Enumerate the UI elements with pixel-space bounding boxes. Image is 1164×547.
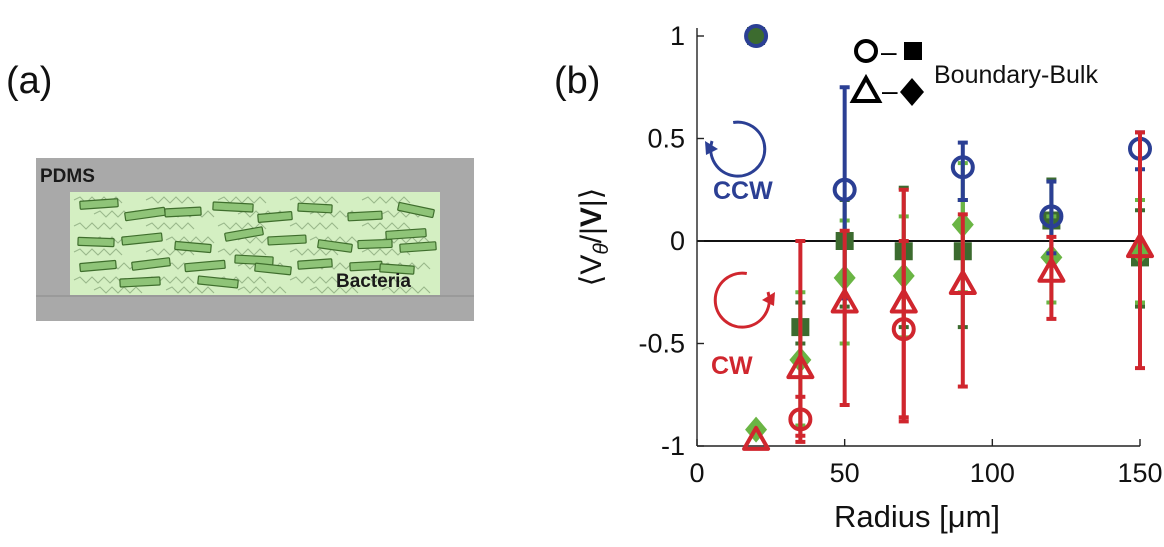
triangle-marker (889, 288, 918, 314)
y-label-mid: /| (575, 227, 608, 243)
bacterium-rod (79, 198, 119, 210)
y-tick-label: 0.5 (647, 124, 685, 154)
triangle-marker (742, 425, 771, 451)
bacteria-label: Bacteria (336, 271, 411, 292)
y-axis-label: ⟨Vθ/|V|⟩ (575, 188, 613, 287)
flagellum (361, 276, 411, 284)
panel-a-label: (a) (6, 60, 53, 102)
flagellum (73, 222, 123, 230)
circle-marker (744, 24, 769, 48)
panel-b-label: (b) (554, 60, 601, 102)
bacterium-rod (164, 206, 202, 218)
legend-text: Boundary-Bulk (934, 61, 1098, 89)
flagellum (145, 196, 195, 204)
triangle-marker (786, 354, 815, 380)
cw-label: CW (711, 352, 753, 380)
bacterium-rod (212, 201, 254, 213)
legend-triangle-icon (849, 73, 883, 103)
legend-square-icon (904, 42, 922, 60)
bacterium-rod (297, 258, 333, 270)
ccw-annotation: CCW (705, 120, 773, 205)
flagellum (289, 196, 339, 204)
ccw-label: CCW (713, 177, 773, 205)
flagellum (289, 222, 339, 230)
flagellum (165, 286, 215, 294)
bacterium-rod (79, 259, 117, 273)
flagellum (73, 248, 123, 256)
x-tick-label: 50 (830, 458, 860, 488)
bacterium-rod (317, 239, 353, 253)
bacterium-rod (254, 262, 292, 276)
flagellum (289, 276, 339, 284)
x-axis-label: Radius [μm] (834, 499, 1000, 534)
y-tick-label: -1 (661, 431, 685, 461)
cw-arrow-icon (713, 271, 771, 329)
bacterium-rod (131, 257, 171, 271)
legend-diamond-icon (900, 78, 924, 106)
bacterium-rod (357, 238, 393, 250)
triangle-marker (1037, 257, 1066, 283)
flagellum (73, 276, 123, 284)
cw-arrowhead-icon (762, 292, 775, 306)
x-tick-label: 100 (970, 458, 1015, 488)
flagellum (93, 286, 143, 294)
bacterium-rod (399, 241, 437, 253)
bacterium-rod (397, 201, 435, 219)
x-tick-label: 0 (689, 458, 704, 488)
bacterium-rod (184, 259, 226, 273)
flagellum (145, 222, 195, 230)
legend-dash-2: – (882, 75, 898, 106)
bacterium-rod (174, 240, 212, 254)
flagellum (381, 286, 431, 294)
circle-marker (950, 155, 975, 180)
legend-circle-icon (854, 39, 878, 63)
flagellum (237, 286, 287, 294)
x-tick-label: 150 (1117, 458, 1162, 488)
bacterium-rod (385, 228, 427, 240)
bacteria-rods (77, 198, 437, 289)
bacterium-rod (234, 254, 274, 266)
triangle-marker (948, 270, 977, 296)
triangle-marker (830, 288, 859, 314)
flagellum (289, 248, 339, 256)
legend: – – Boundary-Bulk (849, 36, 1098, 106)
bacterium-rod (224, 226, 264, 242)
pdms-label: PDMS (40, 166, 95, 187)
bacterium-rod (297, 202, 333, 214)
ccw-arrowhead-icon (705, 141, 718, 155)
legend-dash-1: – (881, 36, 897, 67)
flagellum (361, 196, 411, 204)
bacterium-rod (197, 275, 239, 289)
flagellum (361, 222, 411, 230)
cw-annotation: CW (711, 271, 775, 380)
bacterium-rod (379, 263, 415, 275)
triangle-marker (1126, 233, 1154, 259)
y-tick-label: 0 (670, 226, 685, 256)
flagellum (309, 286, 359, 294)
square-marker (747, 27, 766, 45)
circle-marker (832, 177, 857, 202)
chart-marks (742, 24, 1154, 451)
bacterium-rod (121, 232, 163, 246)
bacterium-rod (119, 276, 161, 288)
ccw-arrow-icon (709, 120, 767, 178)
y-label-bold: V (575, 207, 608, 227)
y-tick-label: 1 (670, 21, 685, 51)
bacterium-rod (267, 234, 307, 246)
bacterium-rod (77, 236, 115, 248)
circle-marker (1039, 204, 1064, 229)
y-label-close: |⟩ (575, 188, 608, 208)
bacterium-rod (257, 211, 293, 223)
y-label-open: ⟨V (575, 255, 608, 287)
y-tick-label: -0.5 (638, 329, 685, 359)
y-label-sub: θ (590, 243, 613, 255)
flagellum (217, 222, 267, 230)
bacterium-rod (347, 210, 383, 222)
